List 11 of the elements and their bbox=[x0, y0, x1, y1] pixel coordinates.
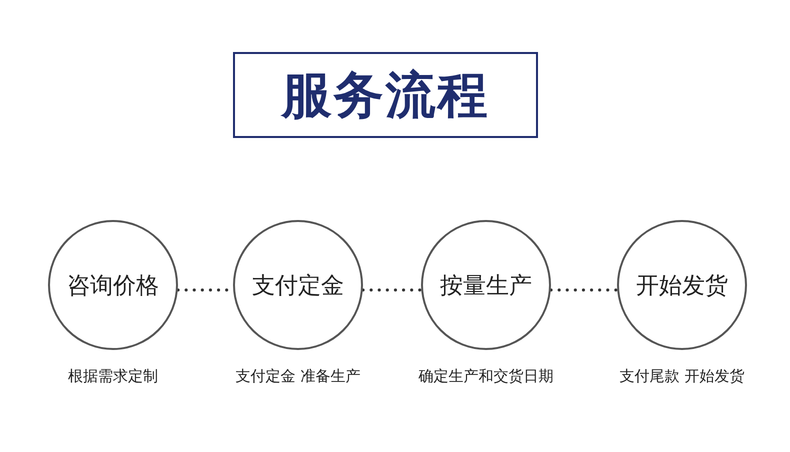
step-caption: 根据需求定制 bbox=[68, 367, 158, 386]
title-box: 服务流程 bbox=[233, 52, 538, 138]
step-label: 咨询价格 bbox=[67, 272, 159, 300]
dotted-connector bbox=[550, 288, 618, 292]
step-caption: 支付尾款 开始发货 bbox=[620, 367, 744, 386]
dotted-connector bbox=[362, 288, 422, 292]
step-label: 按量生产 bbox=[440, 272, 532, 300]
step-caption: 支付定金 准备生产 bbox=[236, 367, 360, 386]
step-label: 开始发货 bbox=[636, 272, 728, 300]
step-label: 支付定金 bbox=[252, 272, 344, 300]
step-caption: 确定生产和交货日期 bbox=[418, 367, 554, 386]
